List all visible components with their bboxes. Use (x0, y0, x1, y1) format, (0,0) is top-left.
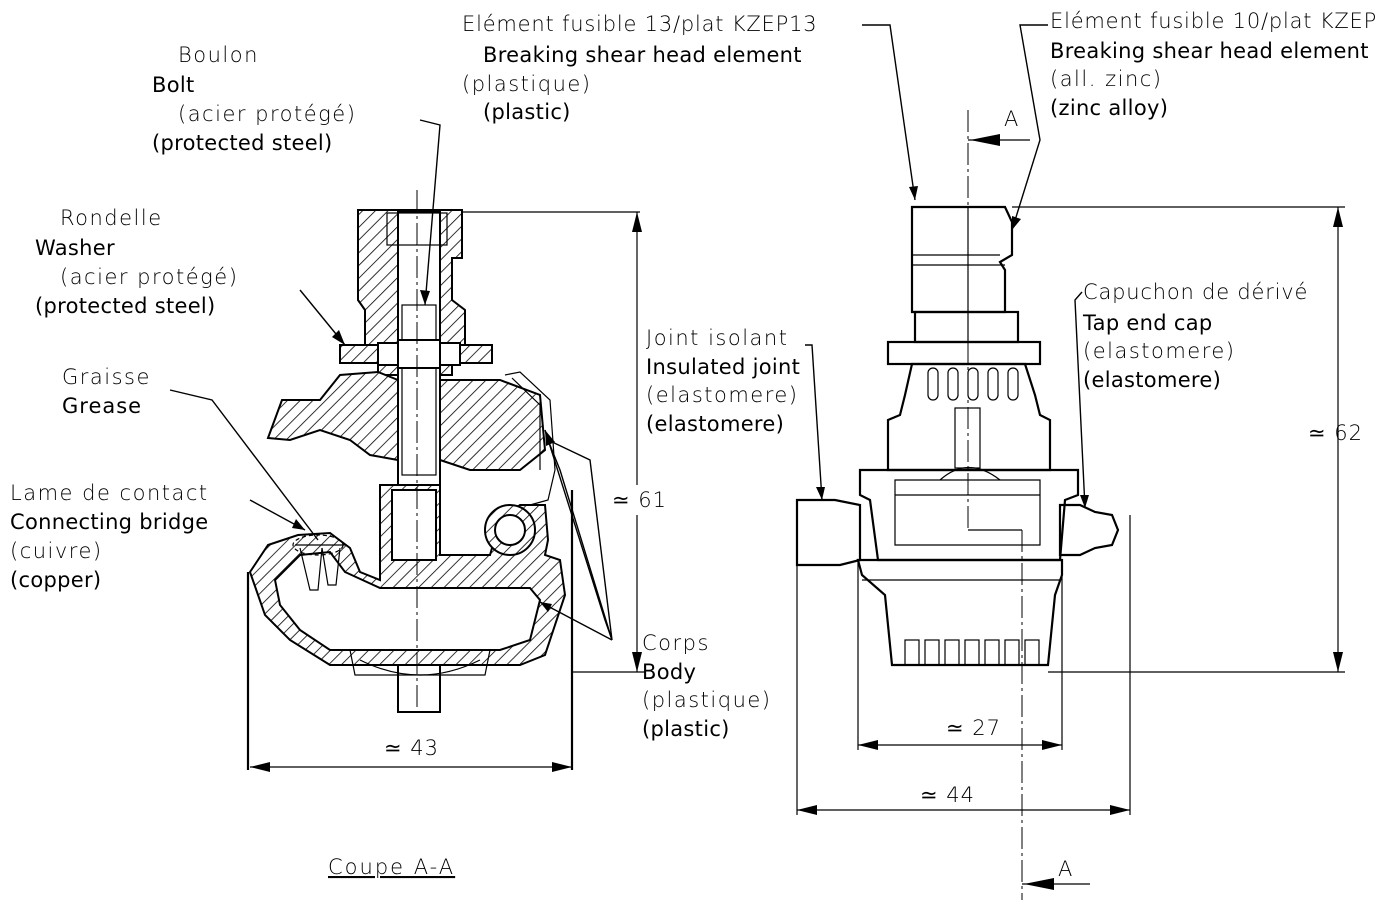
contact-blade (295, 544, 345, 591)
fuse13-material-fr: (plastique) (462, 72, 592, 96)
ribs (927, 367, 1019, 401)
fuse13-material-en: (plastic) (483, 100, 571, 124)
label-washer: Rondelle Washer (acier protégé) (protect… (35, 206, 238, 318)
label-grease: Graisse Grease (62, 365, 151, 418)
cap-material-en: (elastomere) (1083, 368, 1221, 392)
dimension-width-outer: ≃ 44 (920, 783, 975, 807)
section-caption: Coupe A-A (328, 855, 455, 879)
cap-label-en: Tap end cap (1082, 311, 1213, 335)
section-marker-bottom: A (1022, 857, 1090, 890)
upper-wing (266, 370, 399, 462)
label-bolt: Boulon Bolt (acier protégé) (protected s… (152, 43, 356, 155)
fuse13-label-fr: Elément fusible 13/plat KZEP13 (462, 12, 817, 36)
elevation-view (795, 110, 1120, 900)
skirt-slots (904, 639, 1040, 666)
body-label-en: Body (642, 660, 696, 684)
label-body: Corps Body (plastique) (plastic) (642, 631, 772, 741)
bolt-material-fr: (acier protégé) (178, 102, 356, 126)
section-view (246, 190, 574, 770)
cap-label-fr: Capuchon de dérivé (1083, 280, 1308, 304)
section-marker-top: A (968, 107, 1030, 146)
fuse10-material-en: (zinc alloy) (1050, 96, 1168, 120)
body-label-fr: Corps (642, 631, 710, 655)
washer-label-fr: Rondelle (60, 206, 163, 230)
label-fuse10: Elément fusible 10/plat KZEP Breaking sh… (1050, 9, 1377, 120)
contact-label-en: Connecting bridge (10, 510, 208, 534)
contact-material-fr: (cuivre) (10, 539, 103, 563)
dimension-height-left: ≃ 61 (612, 488, 667, 512)
label-contact: Lame de contact Connecting bridge (cuivr… (10, 481, 209, 592)
body-material-fr: (plastique) (642, 688, 772, 712)
dimension-height-right: ≃ 62 (1308, 421, 1363, 445)
washer-material-en: (protected steel) (35, 294, 216, 318)
section-marker-bottom-label: A (1058, 857, 1073, 881)
fuse10-label-en: Breaking shear head element (1050, 39, 1369, 63)
grease-label-en: Grease (62, 394, 142, 418)
label-joint: Joint isolant Insulated joint (elastomer… (646, 326, 800, 436)
fuse-head (910, 205, 1014, 314)
insulated-joint (795, 498, 862, 567)
label-fuse13: Elément fusible 13/plat KZEP13 Breaking … (462, 12, 817, 124)
fuse10-material-fr: (all. zinc) (1050, 67, 1163, 91)
bolt-material-en: (protected steel) (152, 131, 333, 155)
fuse13-label-en: Breaking shear head element (483, 43, 802, 67)
joint-label-fr: Joint isolant (646, 326, 788, 350)
tap-end-cap (1058, 503, 1120, 557)
cap-material-fr: (elastomere) (1083, 339, 1236, 363)
contact-material-en: (copper) (10, 568, 101, 592)
dimension-width-inner: ≃ 27 (946, 716, 1001, 740)
right-dimensions: ≃ 62 ≃ 27 ≃ 44 (796, 206, 1363, 815)
joint-material-fr: (elastomere) (646, 383, 799, 407)
body-material-en: (plastic) (642, 717, 730, 741)
bolt-label-fr: Boulon (178, 43, 259, 67)
joint-material-en: (elastomere) (646, 412, 784, 436)
joint-label-en: Insulated joint (646, 355, 800, 379)
section-marker-top-label: A (1004, 107, 1019, 131)
bolt-label-en: Bolt (152, 73, 195, 97)
label-cap: Capuchon de dérivé Tap end cap (elastome… (1082, 280, 1308, 392)
dimension-width-left: ≃ 43 (384, 736, 439, 760)
right-leaders (805, 24, 1089, 509)
grease-label-fr: Graisse (62, 365, 151, 389)
left-dimensions: ≃ 61 ≃ 43 (250, 211, 668, 772)
contact-label-fr: Lame de contact (10, 481, 209, 505)
washer-label-en: Washer (35, 236, 115, 260)
left-leaders (169, 119, 613, 641)
fuse10-label-fr: Elément fusible 10/plat KZEP (1050, 9, 1377, 33)
washer-material-fr: (acier protégé) (60, 265, 238, 289)
